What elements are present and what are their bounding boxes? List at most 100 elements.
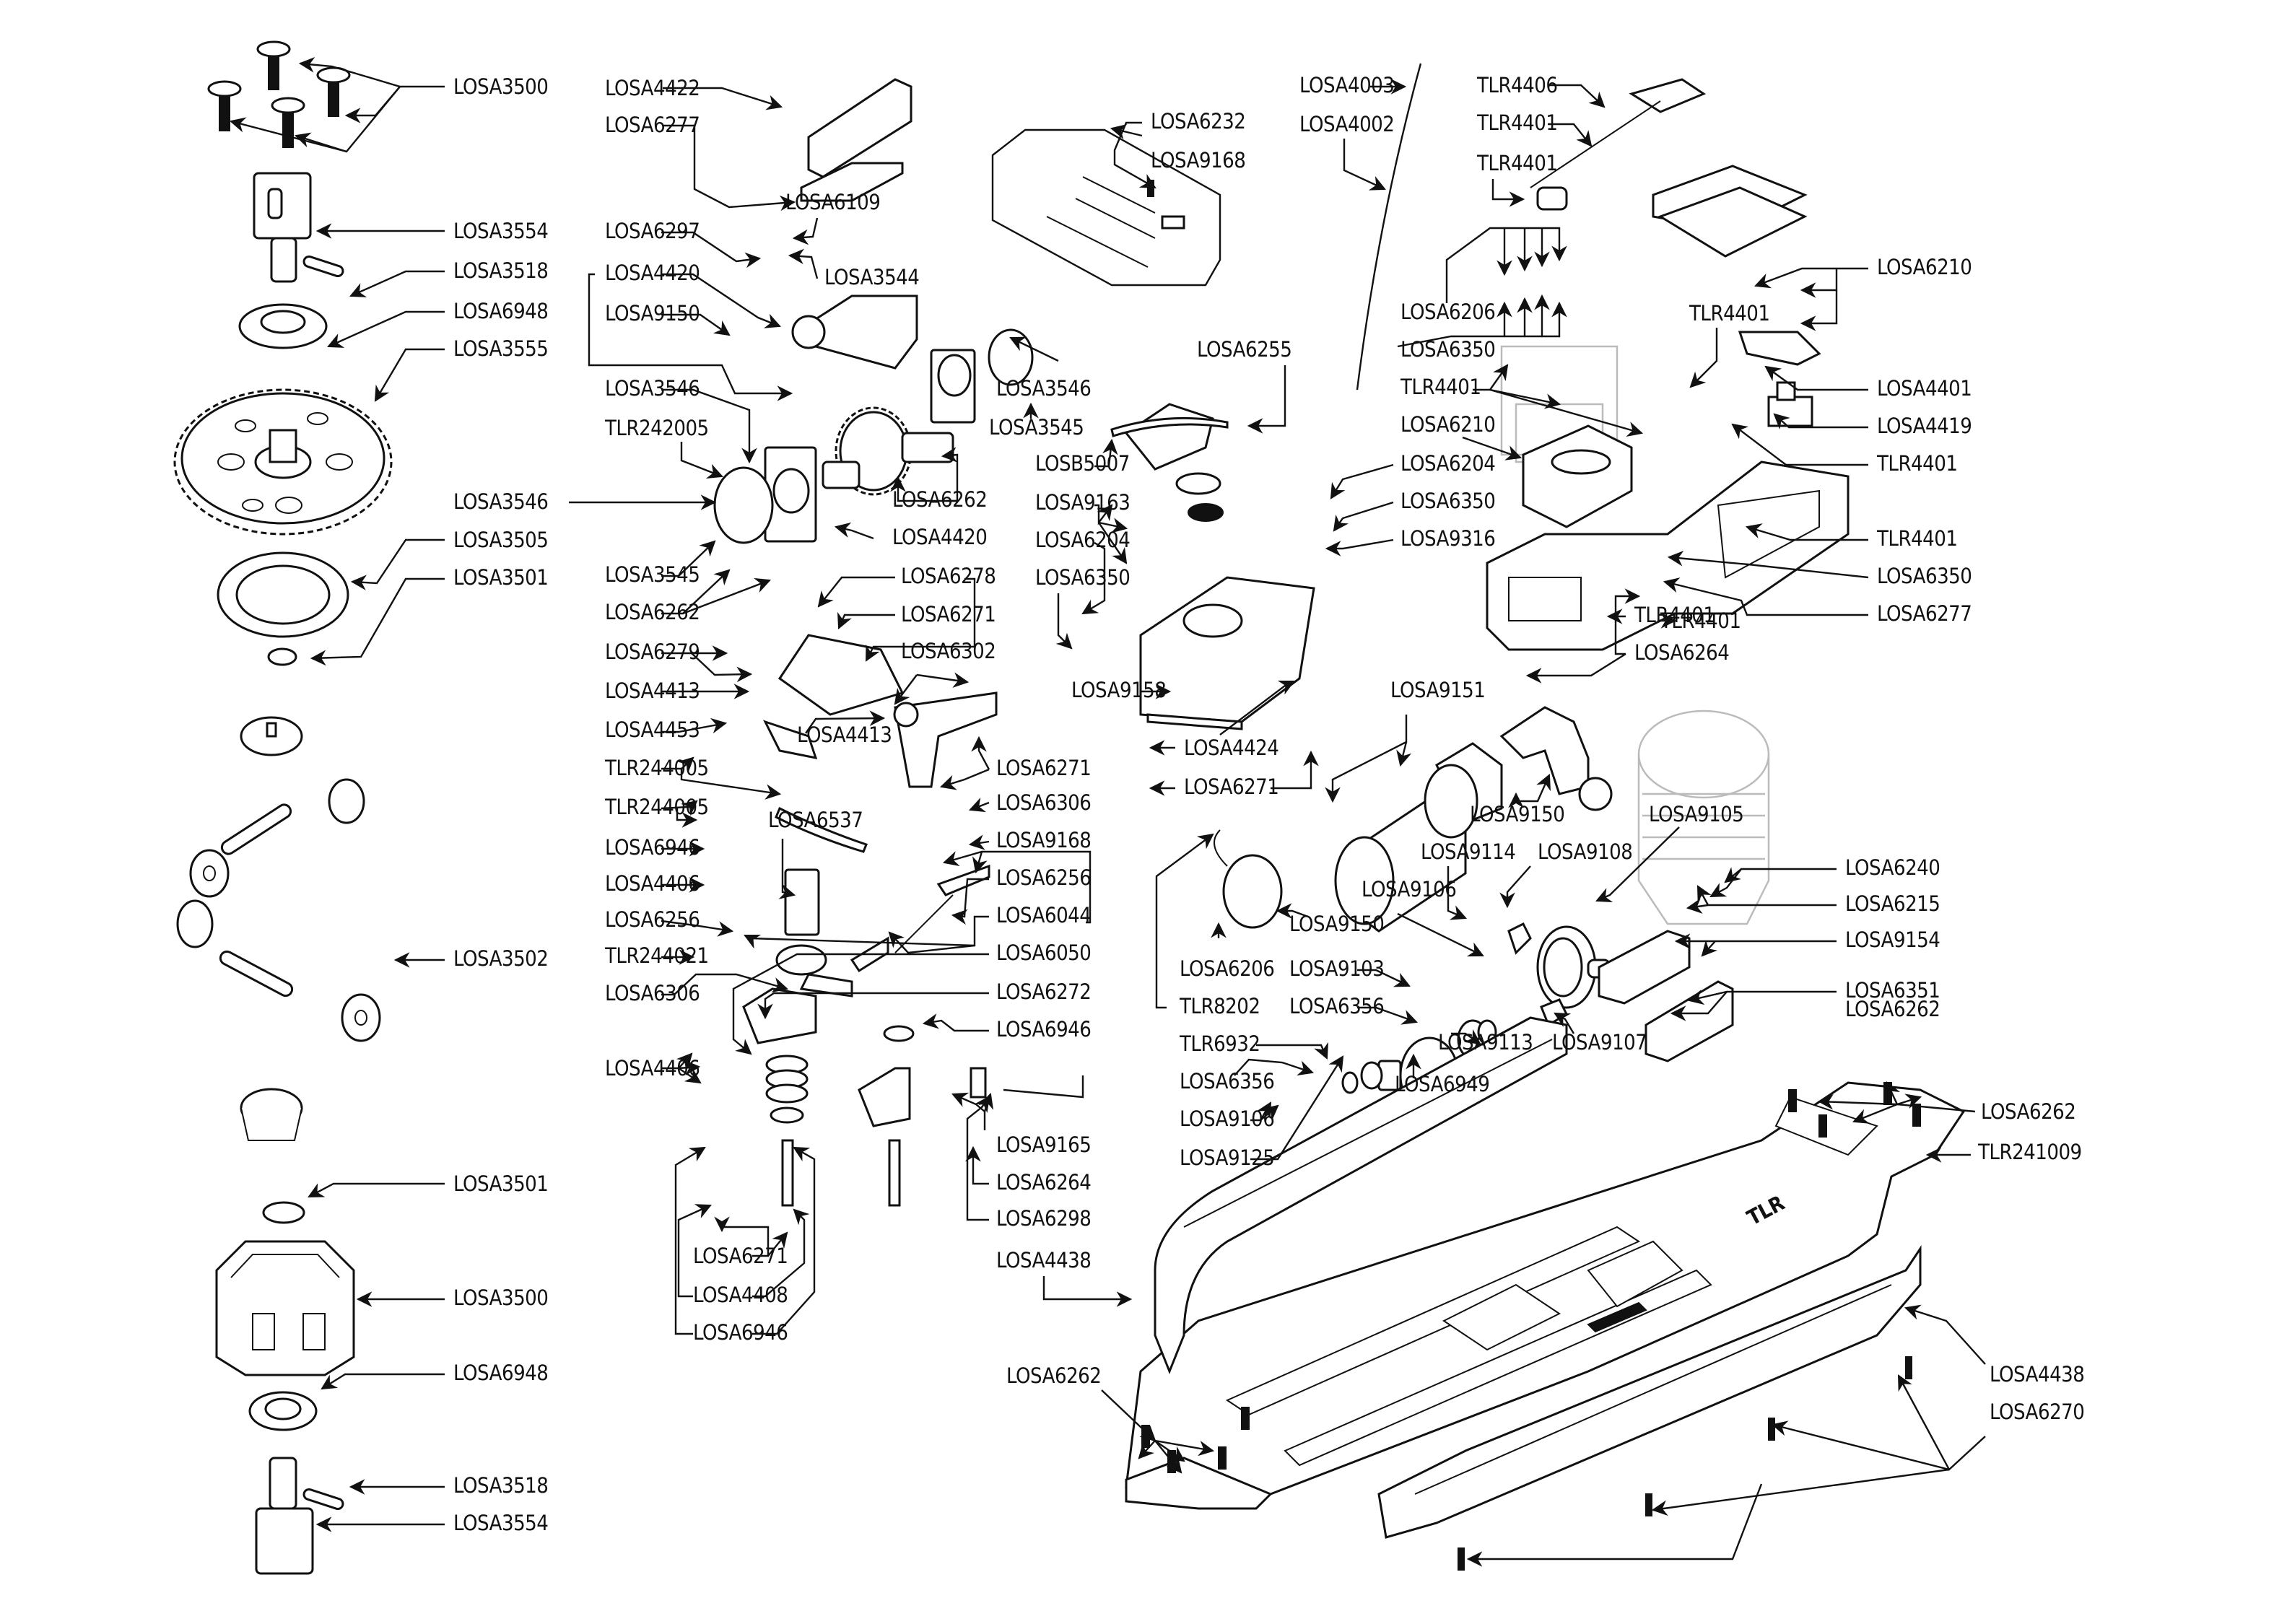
leader-arrow [1663,577,1868,616]
part-number-label: LOSA3554 [453,1511,548,1535]
leader-arrow [661,388,757,464]
receiver-pack-box-icon [1522,424,1633,528]
leader-arrow [778,839,796,899]
leader-arrow [1098,518,1128,533]
part-number-label: LOSA4406 [605,871,700,896]
leader-arrow [678,1068,702,1084]
leader-arrow [1709,868,1837,898]
leader-arrow [663,87,783,110]
part-number-label: LOSA6044 [996,903,1091,927]
part-number-label: LOSA6262 [892,487,987,512]
part-number-label: LOSA4401 [1877,376,1972,401]
part-number-label: LOSA3500 [453,74,548,99]
leader-arrow [1595,826,1680,902]
allen-wrench-icon [970,1067,1084,1099]
part-number-label: LOSA6210 [1400,412,1495,437]
leader-arrow [1247,365,1286,434]
part-number-label: LOSA9154 [1845,927,1940,952]
ackermann-rod-icon [850,864,990,973]
part-number-label: LOSA9125 [1180,1145,1274,1170]
part-number-label: TLR4401 [1634,603,1715,627]
part-number-label: LOSA6264 [996,1170,1091,1195]
leader-arrow [1234,1058,1315,1076]
part-number-label: LOSA6356 [1289,994,1384,1018]
leader-arrow [1333,501,1394,532]
part-number-label: LOSA6271 [693,1244,788,1268]
side-guard-left-icon [1154,1016,1568,1375]
leader-arrow [678,1060,701,1076]
part-number-label: LOSA6277 [1877,601,1972,626]
leader-arrow [1055,593,1073,650]
leader-arrow [1745,523,1868,541]
part-number-label: LOSA4002 [1299,112,1394,136]
leader-arrow [1489,388,1644,437]
leader-arrow [767,1231,788,1257]
part-number-label: LOSA6204 [1400,451,1495,476]
leader-arrow [890,476,957,502]
leader-arrow [680,769,782,800]
leader-arrow [1670,991,1728,1021]
radio-box-cover-icon [800,78,912,202]
gasket-icon [217,551,349,638]
part-number-label: LOSA4003 [1299,73,1394,97]
part-number-label: LOSA6350 [1035,565,1130,590]
leader-arrow [1138,1440,1156,1459]
part-number-label: LOSA3501 [453,1171,548,1196]
leader-arrow [349,270,445,297]
leader-arrow [327,310,445,348]
part-number-label: LOSA3518 [453,1473,548,1498]
part-number-label: LOSA9106 [1362,877,1456,902]
leader-arrow [752,1146,816,1335]
leader-arrow [1462,436,1522,460]
fuel-tank-icon [1139,576,1315,730]
flywheel-clutch-icon [1507,922,1611,1027]
leader-arrow [788,248,819,279]
leader-arrow [1343,139,1386,191]
part-number-label: TLR4401 [1660,608,1741,633]
part-illustrations: TLR [173,40,1966,1575]
part-number-label: LOSA6206 [1400,300,1495,324]
cooling-heads-icon [1598,930,1734,1062]
leader-arrow [714,1216,770,1257]
part-number-label: LOSA3545 [605,562,700,587]
part-number-label: LOSA6306 [605,981,700,1005]
leader-arrow [1686,898,1837,914]
part-number-label: LOSA4413 [797,722,892,747]
receiver-box-icon [1652,165,1808,258]
leader-arrow [1548,123,1593,147]
part-number-label: LOSA6204 [1035,528,1130,552]
leader-lines [229,57,1986,1567]
part-number-label: LOSA6946 [996,1017,1091,1042]
leader-arrow [661,273,782,328]
leader-arrow [1896,1093,1922,1109]
callout-labels: LOSA3500LOSA3554LOSA3518LOSA6948LOSA3555… [453,73,2085,1535]
leader-arrow [1451,1029,1481,1045]
leader-arrow [972,851,988,874]
leader-arrow [1276,903,1309,919]
part-number-label: LOSA9151 [1390,678,1485,702]
part-number-label: LOSA6264 [1634,640,1729,665]
ring-gear-icon [173,388,393,536]
bearing-icon [238,303,328,349]
leader-arrow [1800,269,1838,298]
leader-arrow [1155,833,1214,1009]
part-number-label: LOSA6210 [1877,255,1972,279]
leader-arrow [1800,290,1838,331]
leader-arrow [1101,1389,1156,1442]
leader-arrow [1764,365,1868,391]
post-icon [781,1139,794,1207]
leader-arrow [942,850,1092,924]
leader-arrow [971,735,990,770]
leader-arrow [308,1182,445,1198]
part-number-label: LOSA9163 [1035,490,1130,515]
part-number-label: LOSA6256 [996,865,1091,890]
leader-arrow [1614,588,1641,655]
leader-arrow [1445,227,1567,303]
steering-servo-horn-icon [1530,78,1707,211]
part-number-label: LOSA3505 [453,528,548,552]
part-number-label: TLR244005 [604,756,709,780]
leader-arrow [1154,1439,1215,1457]
leader-arrow [661,800,698,816]
leader-arrow [661,313,731,336]
part-number-label: LOSA6948 [453,1361,548,1385]
